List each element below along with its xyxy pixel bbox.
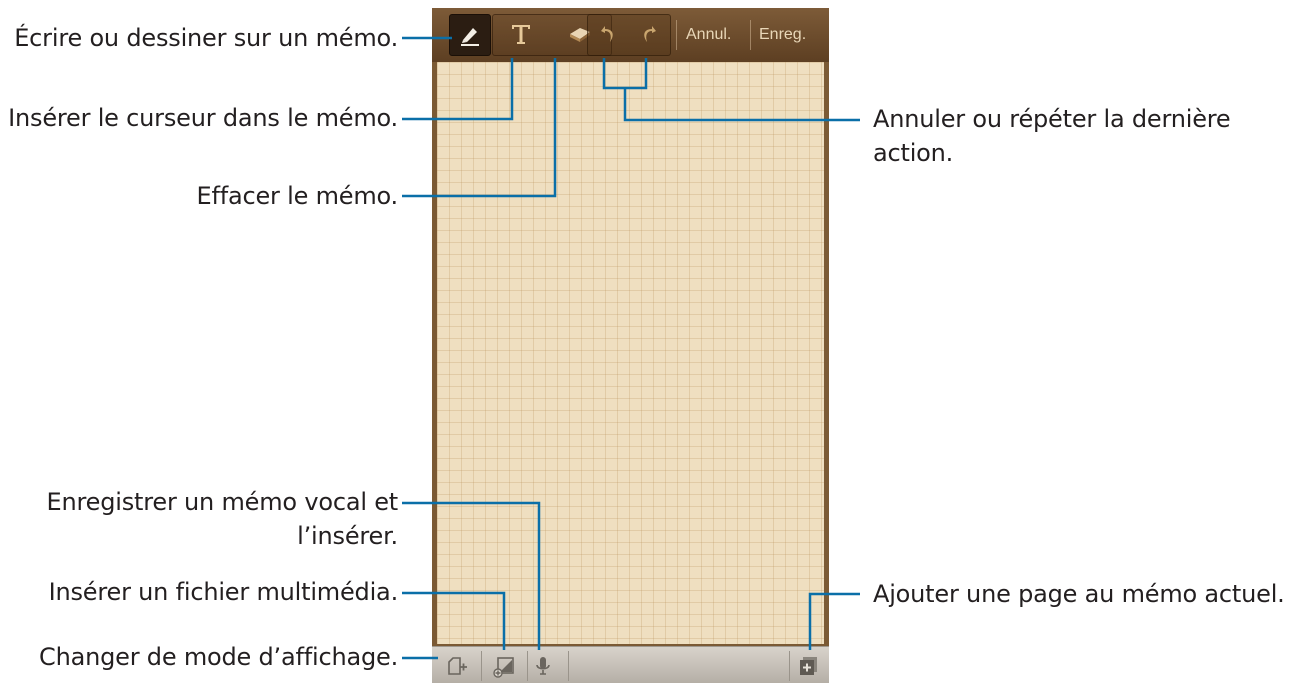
bottom-separator (568, 651, 569, 681)
pen-button[interactable] (449, 14, 491, 56)
insert-media-button[interactable] (483, 651, 525, 681)
view-mode-button[interactable] (436, 651, 478, 681)
add-page-icon (800, 657, 817, 675)
bottom-separator (789, 651, 790, 681)
toolbar-separator (676, 20, 677, 50)
memo-canvas[interactable] (437, 62, 824, 644)
save-button[interactable]: Enreg. (759, 26, 807, 43)
callout-undo-redo-line2: action. (873, 139, 954, 167)
view-mode-icon (448, 657, 467, 675)
add-page-button[interactable] (790, 651, 826, 681)
callout-cursor: Insérer le curseur dans le mémo. (8, 104, 398, 132)
callout-add-page: Ajouter une page au mémo actuel. (873, 580, 1285, 608)
voice-memo-button[interactable] (522, 651, 564, 681)
redo-icon (644, 26, 656, 42)
leader-undo-redo (602, 58, 860, 122)
cancel-button[interactable]: Annul. (686, 26, 732, 43)
callout-voice-line2: l’insérer. (297, 522, 398, 550)
callout-erase: Effacer le mémo. (196, 182, 398, 210)
toolbar-separator (750, 20, 751, 50)
leader-cursor (402, 58, 514, 121)
bottom-separator (527, 651, 528, 681)
leader-add-page (808, 592, 860, 650)
callout-write: Écrire ou dessiner sur un mémo. (14, 24, 398, 52)
leader-media (402, 591, 506, 650)
pen-icon (461, 28, 479, 46)
undo-icon (601, 26, 613, 42)
redo-button[interactable] (629, 14, 669, 54)
undo-redo-group (587, 14, 671, 56)
callout-undo-redo-line1: Annuler ou répéter la dernière (873, 105, 1231, 133)
leader-erase (402, 58, 557, 198)
memo-toolbar: Annul. Enreg. (432, 8, 829, 62)
insert-media-icon (493, 657, 514, 678)
bottom-separator (481, 651, 482, 681)
undo-button[interactable] (588, 14, 628, 54)
text-icon (512, 25, 530, 44)
callout-view-mode: Changer de mode d’affichage. (39, 643, 398, 671)
leader-voice (402, 501, 541, 650)
callout-media: Insérer un fichier multimédia. (48, 578, 399, 606)
memo-bottom-bar (432, 646, 829, 683)
tool-group (492, 14, 612, 56)
text-button[interactable] (493, 14, 549, 54)
callout-voice-line1: Enregistrer un mémo vocal et (46, 488, 399, 516)
memo-screen: Annul. Enreg. (432, 8, 829, 683)
microphone-icon (536, 657, 550, 675)
